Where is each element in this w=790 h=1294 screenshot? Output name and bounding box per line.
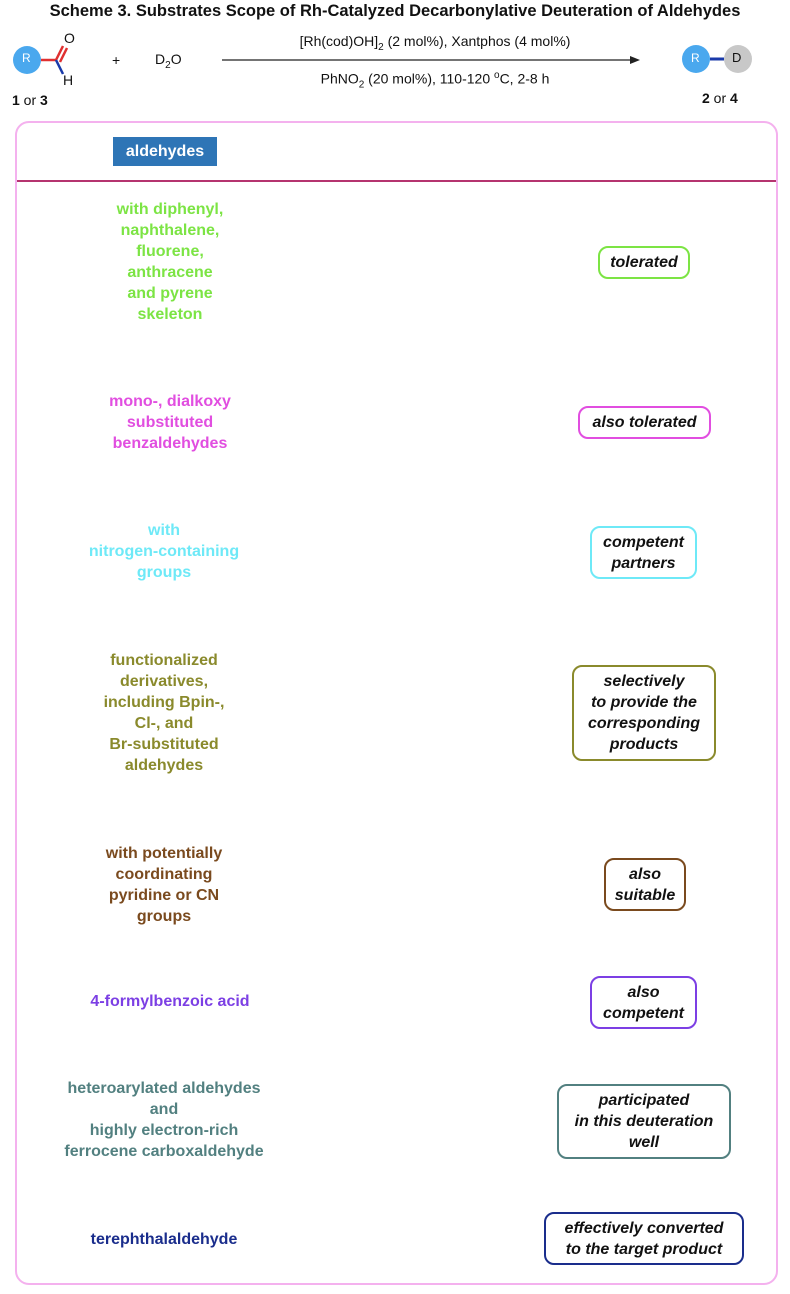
scheme-title: Scheme 3. Substrates Scope of Rh-Catalyz… bbox=[49, 2, 741, 20]
result-competent-partners: competent partners bbox=[590, 526, 697, 579]
result-participated-well: participated in this deuteration well bbox=[557, 1084, 731, 1159]
reaction-arrow-head bbox=[630, 56, 640, 64]
result-effectively-converted: effectively converted to the target prod… bbox=[544, 1212, 744, 1265]
result-tolerated: tolerated bbox=[598, 246, 690, 279]
substrate-nitrogen-groups: with nitrogen-containing groups bbox=[88, 522, 240, 581]
product-r-circle bbox=[682, 45, 710, 73]
conditions-bottom: PhNO2 (20 mol%), 110-120 oC, 2-8 h bbox=[320, 70, 550, 91]
result-selectively-products: selectively to provide the corresponding… bbox=[572, 665, 716, 761]
substrate-aromatic-skeletons: with diphenyl, naphthalene, fluorene, an… bbox=[116, 201, 224, 323]
bond-c-o-1 bbox=[54, 45, 65, 61]
product-r-label: R bbox=[691, 51, 700, 65]
product-d-circle bbox=[724, 45, 752, 73]
reactant-label: 1 or 3 bbox=[12, 92, 48, 108]
product-d-label: D bbox=[732, 50, 742, 65]
result-also-tolerated: also tolerated bbox=[578, 406, 711, 439]
d2o-label: D2O bbox=[155, 51, 182, 71]
bond-c-o-2 bbox=[58, 47, 69, 63]
substrate-terephthalaldehyde: terephthalaldehyde bbox=[90, 1231, 238, 1248]
conditions-top: [Rh(cod)OH]2 (2 mol%), Xantphos (4 mol%) bbox=[299, 33, 571, 53]
product-label: 2 or 4 bbox=[702, 90, 738, 106]
r-label: R bbox=[22, 51, 31, 65]
reaction-scheme: R O H + D2O [Rh(cod)OH]2 (2 mol%), Xantp… bbox=[0, 24, 790, 116]
substrate-formylbenzoic-acid: 4-formylbenzoic acid bbox=[90, 993, 250, 1010]
r-group-circle bbox=[13, 46, 41, 74]
substrate-scope-panel bbox=[15, 121, 778, 1285]
aldehydes-header: aldehydes bbox=[113, 137, 217, 166]
substrate-alkoxy-benzaldehydes: mono-, dialkoxy substituted benzaldehyde… bbox=[109, 393, 231, 452]
substrate-heteroarylated-ferrocene: heteroarylated aldehydes and highly elec… bbox=[64, 1080, 264, 1160]
substrate-functionalized-derivatives: functionalized derivatives, including Bp… bbox=[103, 652, 225, 774]
result-also-suitable: also suitable bbox=[604, 858, 686, 911]
plus-sign: + bbox=[112, 52, 121, 68]
reaction-scheme-graphics bbox=[13, 45, 752, 75]
header-divider bbox=[17, 180, 776, 182]
substrate-pyridine-cn: with potentially coordinating pyridine o… bbox=[105, 845, 223, 925]
bond-c-h bbox=[54, 59, 65, 75]
hydrogen-label: H bbox=[63, 72, 74, 88]
oxygen-label: O bbox=[64, 30, 75, 46]
result-also-competent: also competent bbox=[590, 976, 697, 1029]
